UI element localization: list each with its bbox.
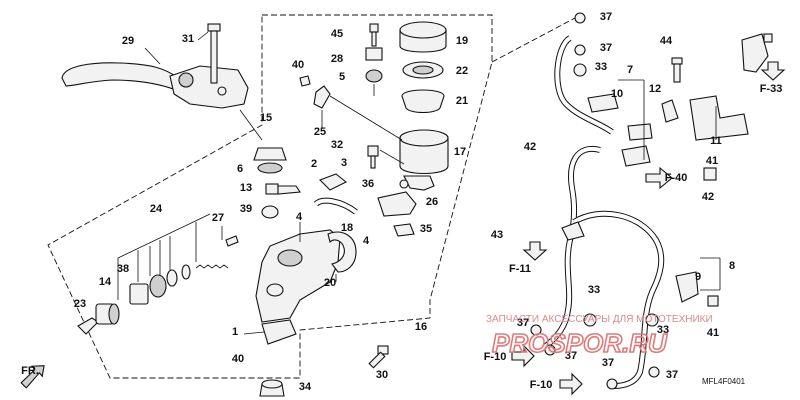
callout-19: 19 [456,35,468,47]
callout-8: 8 [729,260,735,272]
callout-36: 36 [362,178,374,190]
callout-9: 9 [695,271,701,283]
ref-f-10: F-10 [530,379,553,391]
callout-15: 15 [260,112,272,124]
callout-5: 5 [339,71,345,83]
watermark-logo: PROSPOR.RU [492,328,668,358]
callout-44: 44 [660,35,673,47]
reference-arrows [20,61,786,396]
callout-37: 37 [565,350,577,362]
diagram-code: MFL4F0401 [702,377,746,386]
reservoir-stack [365,21,449,237]
callout-37: 37 [666,369,678,381]
callout-3: 3 [341,157,347,169]
callout-41: 41 [707,327,719,339]
assembly-frame [47,14,576,379]
callout-17: 17 [454,146,466,158]
ref-f-10: F-10 [484,351,507,363]
callout-33: 33 [595,61,607,73]
callout-2: 2 [311,158,317,170]
callout-26: 26 [426,196,438,208]
callout-28: 28 [331,53,343,65]
callout-1: 1 [232,326,238,338]
callout-23: 23 [74,298,86,310]
banjo-bolt [259,345,389,397]
callout-12: 12 [649,83,661,95]
callout-43: 43 [491,229,503,241]
callout-29: 29 [122,35,134,47]
callout-31: 31 [182,33,194,45]
reservoir-hose [299,75,403,141]
callout-13: 13 [240,182,252,194]
callout-11: 11 [710,135,722,147]
callout-6: 6 [237,163,243,175]
callout-14: 14 [99,276,112,288]
callout-18: 18 [341,222,353,234]
callout-37: 37 [600,11,612,23]
callout-25: 25 [314,126,326,138]
callout-7: 7 [627,64,633,76]
callout-41: 41 [706,155,718,167]
ref-f-11: F-11 [509,263,531,275]
callout-37: 37 [517,317,529,329]
callout-42: 42 [702,191,714,203]
callout-42: 42 [524,141,536,153]
boot-and-fittings [239,109,358,242]
callout-20: 20 [324,277,336,289]
callout-40: 40 [232,353,244,365]
brake-hose-stay [661,33,773,181]
pivot-bolt [197,23,221,84]
callout-34: 34 [299,381,312,393]
master-cylinder-body [243,229,341,345]
callout-10: 10 [611,88,623,100]
ref-f-40: F-40 [665,172,688,184]
callout-45: 45 [331,28,343,40]
callout-35: 35 [420,223,432,235]
piston-assembly [77,213,239,335]
brake-hoses [530,12,721,390]
callout-27: 27 [212,212,224,224]
brake-lever [61,47,249,109]
callout-21: 21 [456,95,468,107]
callout-16: 16 [415,321,427,333]
callout-4: 4 [363,235,370,247]
callout-40: 40 [292,59,304,71]
ref-f-33: F-33 [760,83,783,95]
callout-37: 37 [600,42,612,54]
ref-fr-: FR. [21,365,39,377]
watermark: ЗАПЧАСТИ АКСЕССУАРЫ ДЛЯ МОТОТЕХНИКИ PROS… [486,314,713,359]
callout-24: 24 [150,203,163,215]
callout-32: 32 [331,139,343,151]
handlebar-clamp [327,231,357,282]
callout-39: 39 [240,203,252,215]
callout-4: 4 [296,211,303,223]
watermark-tagline: ЗАПЧАСТИ АКСЕССУАРЫ ДЛЯ МОТОТЕХНИКИ [486,314,713,325]
callout-38: 38 [117,263,129,275]
callout-33: 33 [588,284,600,296]
callout-30: 30 [376,369,388,381]
callout-33: 33 [657,324,669,336]
callout-37: 37 [602,357,614,369]
callout-22: 22 [456,65,468,77]
